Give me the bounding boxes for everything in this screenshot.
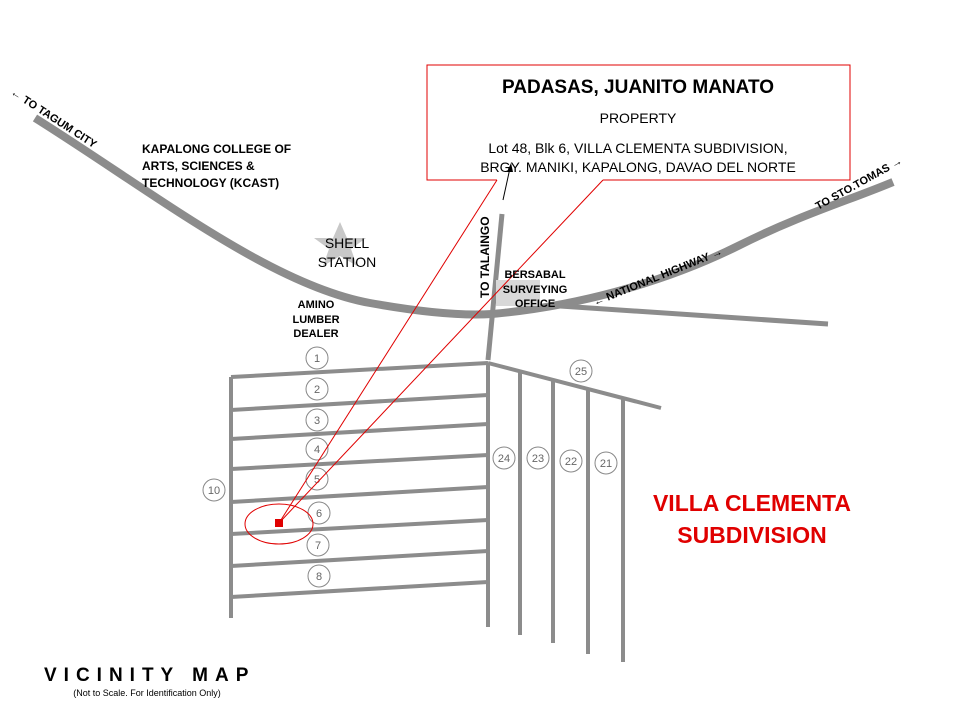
block-8: 8 bbox=[307, 564, 331, 588]
svg-text:2: 2 bbox=[314, 384, 320, 396]
svg-text:SHELL: SHELL bbox=[325, 235, 370, 251]
property-label: PROPERTY bbox=[600, 110, 677, 126]
callout-pointer-line bbox=[278, 179, 604, 524]
svg-text:21: 21 bbox=[600, 458, 612, 470]
subdivision-streets bbox=[229, 361, 662, 662]
svg-text:DEALER: DEALER bbox=[293, 328, 338, 340]
svg-text:BERSABAL: BERSABAL bbox=[504, 269, 565, 281]
svg-text:3: 3 bbox=[314, 415, 320, 427]
svg-text:VILLA CLEMENTA: VILLA CLEMENTA bbox=[653, 490, 851, 516]
svg-text:TECHNOLOGY (KCAST): TECHNOLOGY (KCAST) bbox=[142, 176, 279, 190]
label-national-highway: ← NATIONAL HIGHWAY → bbox=[592, 246, 725, 309]
label-to-tagum: ← TO TAGUM CITY bbox=[8, 86, 99, 151]
callout-pointer-line bbox=[278, 179, 498, 524]
callout-box bbox=[426, 64, 851, 181]
svg-text:4: 4 bbox=[314, 444, 320, 456]
svg-text:22: 22 bbox=[565, 456, 577, 468]
block-25: 25 bbox=[569, 359, 593, 383]
svg-text:1: 1 bbox=[314, 353, 320, 365]
svg-text:5: 5 bbox=[314, 474, 320, 486]
property-marker-icon bbox=[275, 519, 283, 527]
landmark-kcast: KAPALONG COLLEGE OF ARTS, SCIENCES & TEC… bbox=[142, 142, 291, 190]
svg-text:LUMBER: LUMBER bbox=[292, 314, 339, 326]
block-7: 7 bbox=[306, 533, 330, 557]
svg-text:7: 7 bbox=[315, 540, 321, 552]
subdivision-label: VILLA CLEMENTA SUBDIVISION bbox=[653, 490, 851, 548]
label-to-talaingo: TO TALAINGO bbox=[478, 216, 492, 298]
block-22: 22 bbox=[559, 449, 583, 473]
arrowhead-icon bbox=[507, 163, 513, 172]
road-talaingo bbox=[485, 213, 505, 361]
svg-text:25: 25 bbox=[575, 366, 587, 378]
owner-name: PADASAS, JUANITO MANATO bbox=[502, 77, 774, 98]
svg-text:SURVEYING: SURVEYING bbox=[503, 284, 568, 296]
landmark-bersabal-office: BERSABAL SURVEYING OFFICE bbox=[503, 269, 568, 310]
landmark-amino-lumber: AMINO LUMBER DEALER bbox=[292, 299, 339, 340]
block-23: 23 bbox=[526, 446, 550, 470]
block-4: 4 bbox=[305, 437, 329, 461]
address-line-2: BRGY. MANIKI, KAPALONG, DAVAO DEL NORTE bbox=[480, 159, 796, 175]
property-highlight-ellipse bbox=[244, 503, 314, 545]
map-subtitle: (Not to Scale. For Identification Only) bbox=[73, 688, 221, 698]
block-6: 6 bbox=[307, 501, 331, 525]
bersabal-office-building bbox=[496, 280, 540, 306]
svg-text:OFFICE: OFFICE bbox=[515, 298, 555, 310]
svg-text:AMINO: AMINO bbox=[298, 299, 335, 311]
block-10: 10 bbox=[202, 478, 226, 502]
shell-station-star-icon bbox=[314, 222, 366, 266]
svg-text:STATION: STATION bbox=[318, 254, 377, 270]
block-24: 24 bbox=[492, 446, 516, 470]
talaingo-arrow-icon bbox=[502, 167, 511, 201]
svg-text:6: 6 bbox=[316, 508, 322, 520]
svg-text:24: 24 bbox=[498, 453, 510, 465]
block-21: 21 bbox=[594, 451, 618, 475]
block-1: 1 bbox=[305, 346, 329, 370]
block-5: 5 bbox=[305, 467, 329, 491]
landmark-shell-station: SHELL STATION bbox=[318, 235, 377, 270]
svg-text:KAPALONG COLLEGE OF: KAPALONG COLLEGE OF bbox=[142, 142, 291, 156]
svg-text:SUBDIVISION: SUBDIVISION bbox=[677, 522, 827, 548]
block-2: 2 bbox=[305, 377, 329, 401]
svg-text:ARTS, SCIENCES &: ARTS, SCIENCES & bbox=[142, 159, 255, 173]
address-line-1: Lot 48, Blk 6, VILLA CLEMENTA SUBDIVISIO… bbox=[488, 140, 787, 156]
svg-text:23: 23 bbox=[532, 453, 544, 465]
svg-text:10: 10 bbox=[208, 485, 220, 497]
block-3: 3 bbox=[305, 408, 329, 432]
svg-text:8: 8 bbox=[316, 571, 322, 583]
road-branch-east bbox=[559, 303, 829, 327]
map-title: VICINITY MAP bbox=[44, 665, 255, 686]
